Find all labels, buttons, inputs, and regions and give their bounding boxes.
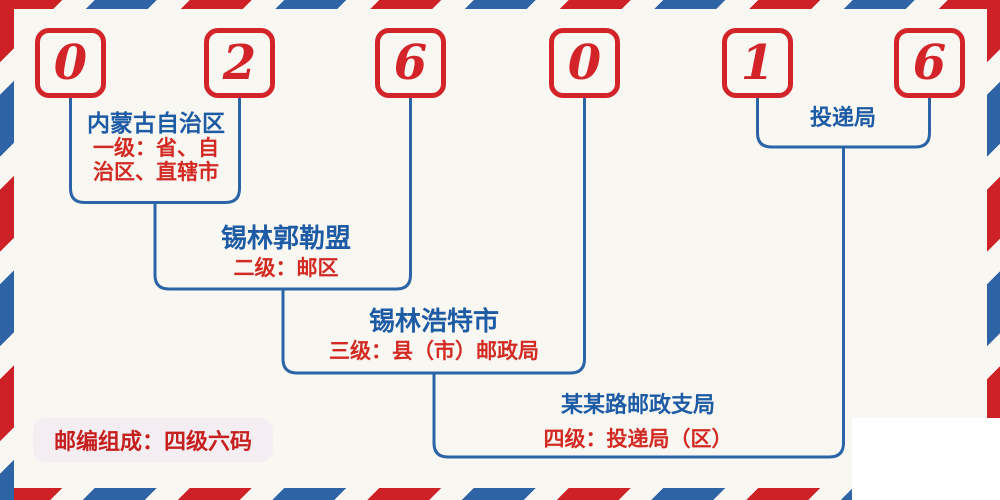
level3-label: 锡林浩特市 三级：县（市）邮政局 <box>329 306 539 364</box>
level3-name: 锡林浩特市 <box>368 306 499 336</box>
airmail-border-right <box>987 0 1000 500</box>
level1-name: 内蒙古自治区 <box>87 110 225 136</box>
level1-label: 内蒙古自治区 一级：省、自 治区、直辖市 <box>87 110 225 185</box>
postal-digit-6: 6 <box>912 35 947 91</box>
postcode-composition-badge: 邮编组成：四级六码 <box>33 418 274 462</box>
digit-box-6: 6 <box>894 28 965 98</box>
level2-desc: 二级：邮区 <box>233 257 339 280</box>
digit-box-2: 2 <box>204 28 275 98</box>
airmail-border-top <box>0 0 1000 9</box>
level1-desc-line1: 一级：省、自 <box>93 137 219 160</box>
airmail-border-bottom <box>0 488 1000 500</box>
bracket-level4 <box>432 147 845 459</box>
postal-digit-1: 0 <box>53 35 88 91</box>
postcode-composition-text: 邮编组成：四级六码 <box>54 429 253 454</box>
level2-name: 锡林郭勒盟 <box>220 223 352 253</box>
level4-desc: 四级：投递局（区） <box>543 428 733 451</box>
digit-box-4: 0 <box>549 28 620 98</box>
postal-digit-3: 6 <box>393 35 428 91</box>
bottom-right-blank-area <box>852 418 1000 500</box>
digit-box-5: 1 <box>722 28 793 98</box>
postal-digit-5: 1 <box>740 35 775 91</box>
level3-desc: 三级：县（市）邮政局 <box>329 340 539 363</box>
postal-digit-4: 0 <box>567 35 602 91</box>
level4-name: 某某路邮政支局 <box>560 392 715 417</box>
postal-digit-2: 2 <box>222 35 257 91</box>
digit-box-3: 6 <box>375 28 446 98</box>
level2-label: 锡林郭勒盟 二级：邮区 <box>221 223 351 281</box>
level4-label: 某某路邮政支局 四级：投递局（区） <box>544 392 733 452</box>
level1-desc-line2: 治区、直辖市 <box>93 161 219 184</box>
digit-box-1: 0 <box>35 28 106 98</box>
airmail-border-left <box>0 0 14 500</box>
delivery-office-label: 投递局 <box>809 105 877 130</box>
